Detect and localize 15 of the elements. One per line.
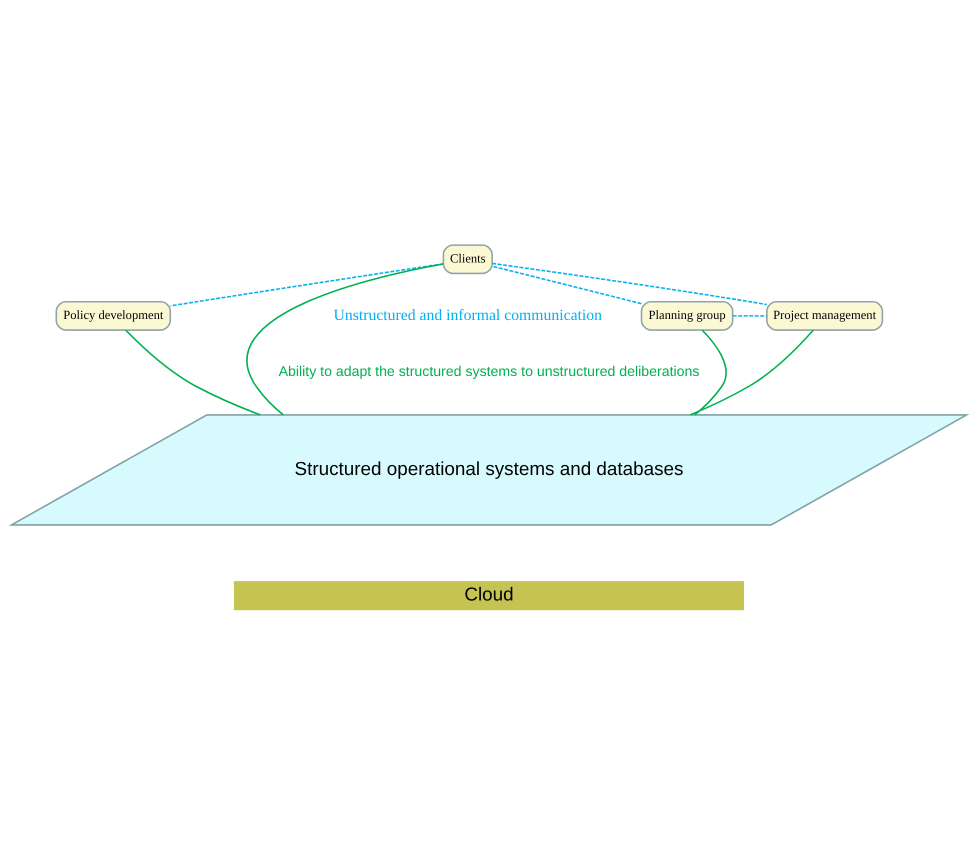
connector (247, 263, 444, 416)
connector (125, 330, 260, 416)
label: Unstructured and informal communication (334, 306, 602, 324)
connector (732, 315, 767, 317)
connector (690, 330, 814, 416)
node-box: Cloud (234, 581, 744, 610)
connector (492, 265, 642, 304)
connector (492, 262, 767, 306)
node-box: Project management (766, 300, 884, 331)
node-box: Clients (442, 244, 493, 274)
connector (694, 330, 727, 416)
label: Ability to adapt the structured systems to unstructured deliberations (278, 362, 700, 379)
node-box: Policy development (56, 300, 172, 331)
connector (170, 263, 444, 307)
node-box: Planning group (640, 300, 734, 331)
